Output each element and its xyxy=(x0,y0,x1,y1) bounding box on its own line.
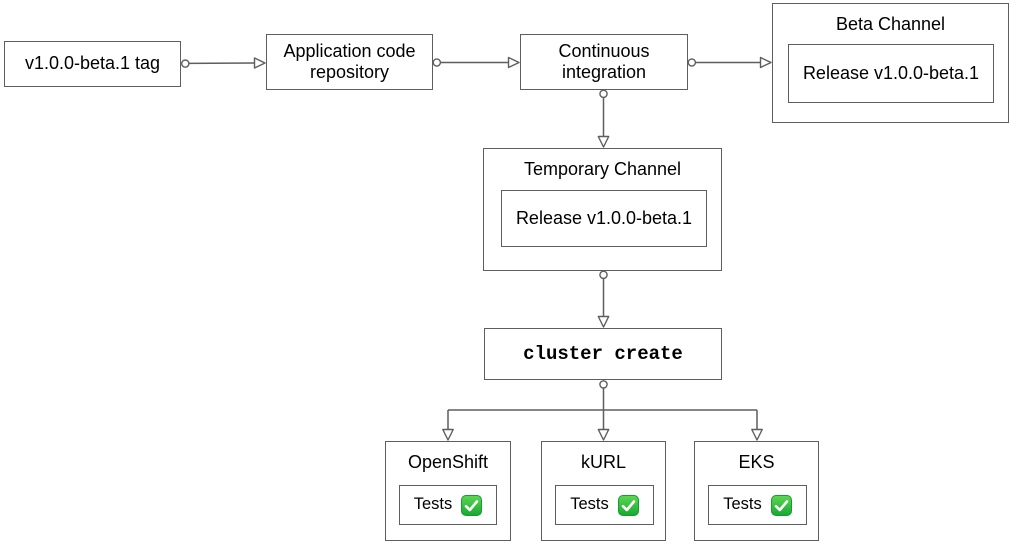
check-mark-icon xyxy=(770,494,792,516)
node-version-tag-label: v1.0.0-beta.1 tag xyxy=(24,53,161,74)
group-kurl: kURL Tests xyxy=(541,441,666,541)
openshift-tests-label: Tests xyxy=(413,495,453,514)
edge-ci-to-temporary-channel xyxy=(597,89,610,148)
group-temporary-channel-title: Temporary Channel xyxy=(523,159,682,179)
group-kurl-title: kURL xyxy=(580,452,626,472)
eks-tests-label: Tests xyxy=(723,495,762,514)
node-continuous-integration: Continuous integration xyxy=(520,34,688,90)
node-cluster-create: cluster create xyxy=(484,328,722,380)
node-beta-release-label: Release v1.0.0-beta.1 xyxy=(802,62,980,83)
node-cluster-create-label: cluster create xyxy=(523,342,683,365)
node-temporary-release: Release v1.0.0-beta.1 xyxy=(501,190,707,247)
check-mark-icon xyxy=(617,494,639,516)
group-temporary-channel: Temporary Channel Release v1.0.0-beta.1 xyxy=(483,148,722,271)
node-beta-release: Release v1.0.0-beta.1 xyxy=(788,44,994,103)
edge-cluster-create-to-clusters xyxy=(442,380,763,441)
node-openshift-tests: Tests xyxy=(399,485,497,525)
kurl-tests-label: Tests xyxy=(570,495,609,514)
node-app-code-repository: Application code repository xyxy=(266,34,433,90)
node-app-code-repository-label: Application code repository xyxy=(283,40,416,82)
group-beta-channel-title: Beta Channel xyxy=(835,14,946,34)
group-openshift: OpenShift Tests xyxy=(385,441,511,541)
node-kurl-tests: Tests xyxy=(555,485,654,525)
group-eks-title: EKS xyxy=(738,452,775,472)
edge-ci-to-beta-channel xyxy=(687,56,772,69)
node-version-tag: v1.0.0-beta.1 tag xyxy=(4,41,181,87)
check-mark-icon xyxy=(461,494,483,516)
node-eks-tests: Tests xyxy=(708,485,807,525)
group-openshift-title: OpenShift xyxy=(407,452,489,472)
edge-tag-to-repo xyxy=(180,57,266,69)
edge-temporary-channel-to-cluster-create xyxy=(597,270,610,328)
node-continuous-integration-label: Continuous integration xyxy=(558,40,650,82)
group-eks: EKS Tests xyxy=(694,441,819,541)
group-beta-channel: Beta Channel Release v1.0.0-beta.1 xyxy=(772,3,1009,123)
edge-repo-to-ci xyxy=(432,56,520,69)
node-temporary-release-label: Release v1.0.0-beta.1 xyxy=(515,207,693,228)
